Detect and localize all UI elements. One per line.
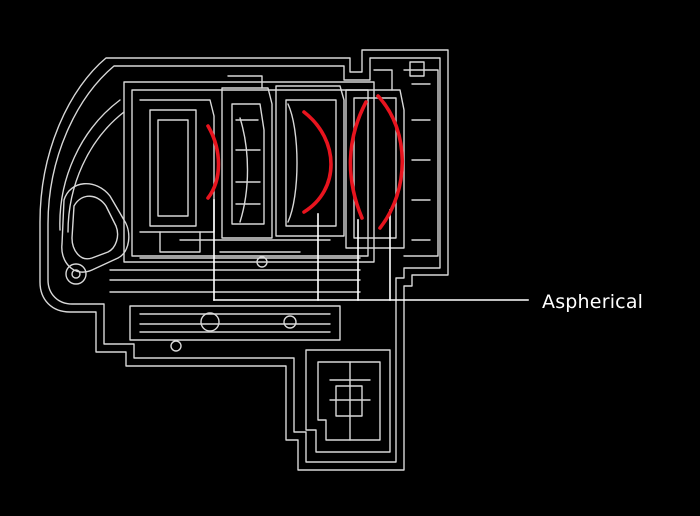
front-shell-curve	[59, 99, 121, 231]
lower-tube	[129, 305, 341, 341]
chamber-frame	[123, 81, 375, 263]
lower-tube-inner	[139, 313, 331, 333]
pivot-screw-inner	[71, 269, 81, 279]
aspherical-surface-1	[206, 124, 221, 200]
chamber-details	[139, 239, 361, 259]
lower-rail	[109, 269, 361, 293]
stem	[305, 349, 391, 453]
aspherical-surface-4	[376, 94, 404, 230]
top-detail	[227, 69, 393, 91]
eyecup-tab	[409, 61, 425, 77]
eyecup-ribs	[411, 83, 431, 241]
detail-circle-1	[256, 256, 268, 268]
lens-group-1-inner	[231, 103, 265, 225]
stem-inner	[317, 361, 381, 441]
display-bracket	[139, 99, 215, 233]
chamber-frame-inner	[131, 89, 369, 257]
housing-outline	[39, 49, 449, 471]
display-step	[159, 231, 201, 253]
display-module	[149, 109, 197, 227]
stem-block	[335, 385, 363, 417]
housing-inner-outline	[47, 57, 441, 463]
display-module-inner	[157, 119, 189, 217]
lens-group-3-housing	[345, 89, 405, 249]
front-shell-curve-2	[67, 111, 125, 233]
aspherical-label: Aspherical	[542, 291, 644, 313]
detail-circle-2	[170, 340, 182, 352]
lens-group-1-housing	[221, 87, 273, 239]
lower-knob	[200, 312, 220, 332]
front-cushion	[61, 182, 130, 273]
lens-group-2-housing	[275, 85, 345, 237]
aspherical-surface-2	[302, 110, 333, 214]
lens-group-2-inner	[285, 99, 337, 227]
front-cushion-inner	[71, 195, 119, 260]
lower-knob-2	[283, 315, 297, 329]
leader-lines	[213, 199, 529, 301]
lens-group-1-element	[239, 117, 249, 223]
eyecup	[403, 69, 439, 257]
lens-group-2-bevel	[287, 103, 298, 223]
aspherical-surface-3	[348, 100, 368, 220]
aspherical-surfaces	[206, 94, 404, 230]
lens-group-1-ribs	[235, 119, 261, 205]
pivot-screw-outer	[65, 263, 87, 285]
